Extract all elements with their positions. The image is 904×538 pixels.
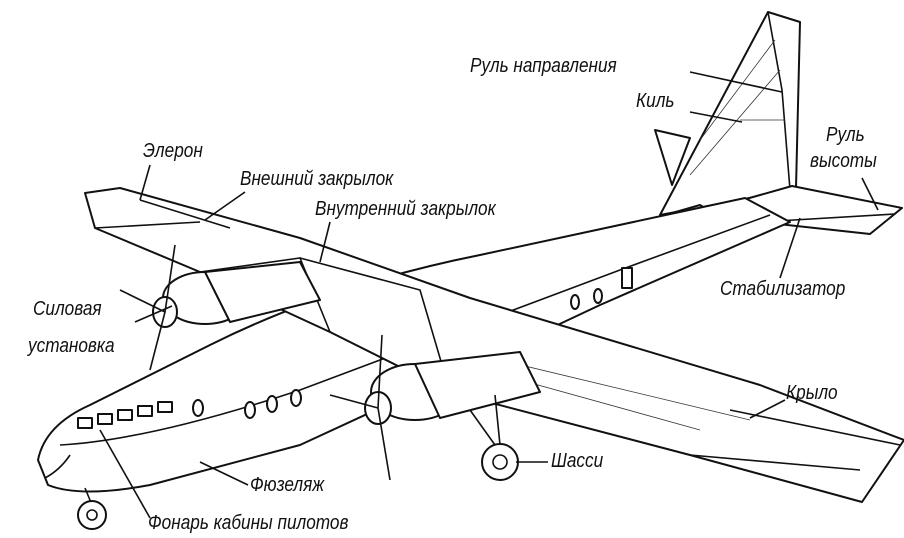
label-landing-gear: Шасси [551, 450, 604, 472]
fin [659, 11, 801, 216]
label-fin: Киль [636, 90, 675, 112]
label-fuselage: Фюзеляж [250, 474, 325, 496]
right-propeller [329, 334, 391, 481]
cabin-windows [192, 267, 633, 419]
cockpit-windows [77, 401, 173, 429]
label-powerplant-line1: Силовая [33, 298, 102, 320]
label-cockpit-canopy: Фонарь кабины пилотов [148, 512, 349, 534]
main-wheel [481, 443, 519, 481]
label-aileron: Элерон [143, 140, 203, 162]
label-wing: Крыло [786, 382, 838, 404]
rudder [767, 11, 791, 191]
leader-lines [99, 71, 879, 519]
label-stabilizer: Стабилизатор [720, 278, 846, 300]
aileron [94, 199, 231, 229]
inner-flap [299, 257, 451, 393]
nose-wheel [77, 500, 107, 530]
dorsal-fin [654, 129, 691, 186]
label-powerplant-line2: установка [28, 335, 115, 357]
label-rudder: Руль направления [470, 55, 617, 77]
label-inner-flap: Внутренний закрылок [315, 198, 496, 220]
label-elevator-line1: Руль [826, 124, 865, 146]
label-elevator-line2: высоты [810, 150, 877, 172]
label-outer-flap: Внешний закрылок [240, 168, 394, 190]
left-propeller [119, 244, 176, 371]
